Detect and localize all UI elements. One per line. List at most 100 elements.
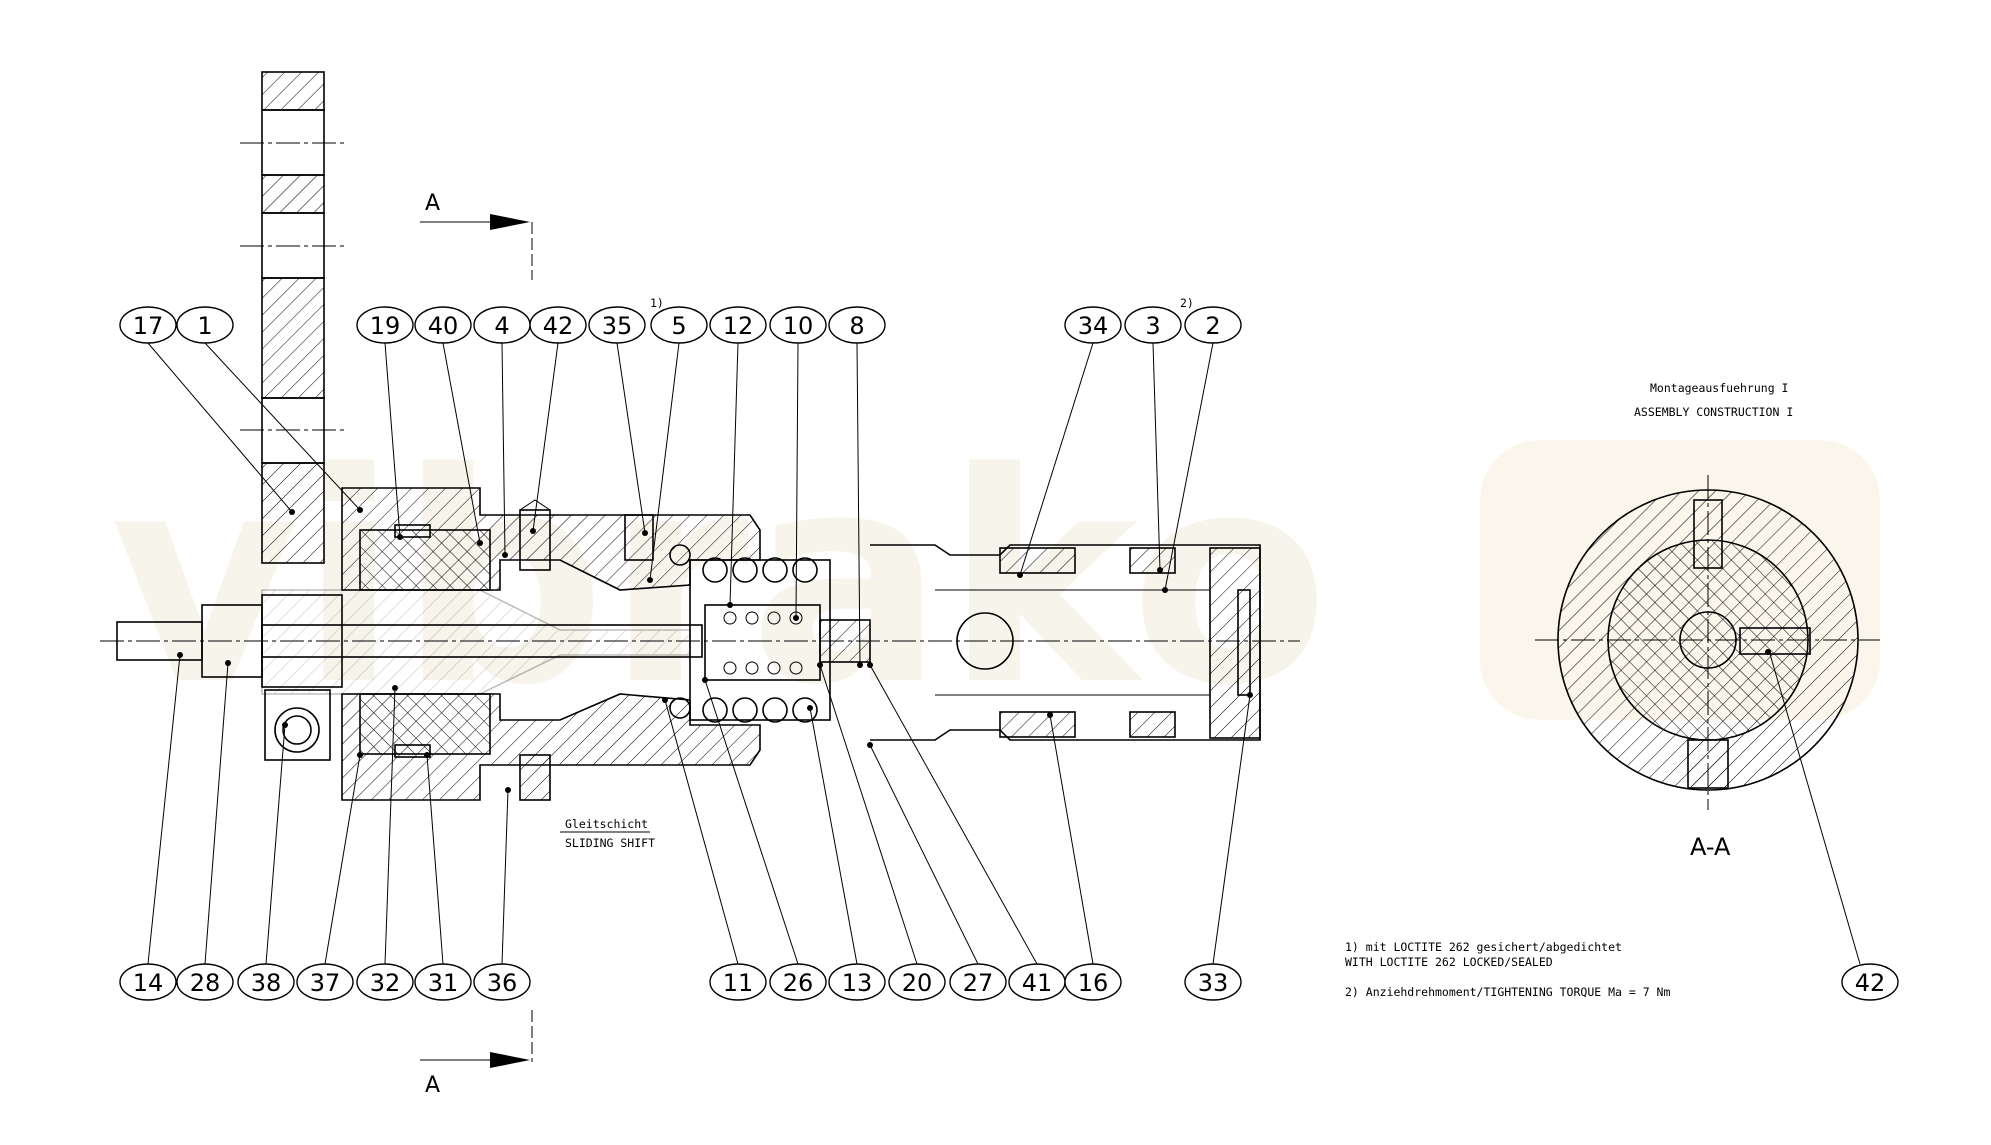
sliding-label-de: Gleitschicht bbox=[565, 817, 648, 831]
leader-bottom-37-3 bbox=[324, 754, 361, 965]
leader-dot-top-40-3 bbox=[477, 540, 483, 546]
balloon-top-8-10 bbox=[828, 306, 886, 344]
leader-bottom-33-14 bbox=[1212, 694, 1251, 965]
balloon-bottom-11-7 bbox=[709, 963, 767, 1001]
leader-top-40-3 bbox=[442, 342, 481, 544]
balloon-label-bottom-27-11: 27 bbox=[963, 969, 994, 997]
pins bbox=[519, 499, 654, 801]
balloon-bottom-37-3 bbox=[296, 963, 354, 1001]
leader-dot-bottom-14-0 bbox=[177, 652, 183, 658]
leader-dot-top-35-6 bbox=[642, 530, 648, 536]
section-letter-bottom: A bbox=[425, 1073, 440, 1098]
spring-chamber bbox=[669, 544, 871, 723]
leader-top-42-5 bbox=[532, 342, 559, 532]
section-view: A-A bbox=[1535, 475, 1880, 861]
leader-dot-top-19-2 bbox=[397, 534, 403, 540]
leader-dot-bottom-26-8 bbox=[702, 677, 708, 683]
balloon-label-top-3-12: 3 bbox=[1145, 312, 1160, 340]
balloon-label-bottom-32-4: 32 bbox=[370, 969, 401, 997]
balloon-bottom-31-5 bbox=[414, 963, 472, 1001]
balloon-label-bottom-36-6: 36 bbox=[487, 969, 518, 997]
balloon-bottom-16-13 bbox=[1064, 963, 1122, 1001]
balloon-label-bottom-31-5: 31 bbox=[428, 969, 459, 997]
balloon-top-19-2 bbox=[356, 306, 414, 344]
leader-dot-bottom-11-7 bbox=[662, 697, 668, 703]
leader-dot-top-4-4 bbox=[502, 552, 508, 558]
balloon-label-bottom-41-12: 41 bbox=[1022, 969, 1053, 997]
leader-dot-top-8-10 bbox=[857, 662, 863, 668]
leader-top-3-12 bbox=[1152, 342, 1161, 571]
leader-top-2-13 bbox=[1164, 342, 1214, 591]
leader-dot-bottom-38-2 bbox=[282, 722, 288, 728]
leader-bottom-13-9 bbox=[809, 707, 858, 965]
leader-dot-bottom-27-11 bbox=[867, 742, 873, 748]
balloon-label-top-19-2: 19 bbox=[370, 312, 401, 340]
balloon-top-35-6 bbox=[588, 306, 646, 344]
balloon-label-top-8-10: 8 bbox=[849, 312, 864, 340]
balloon-top-5-7 bbox=[650, 306, 708, 344]
assembly-title-en: ASSEMBLY CONSTRUCTION I bbox=[1634, 405, 1793, 419]
section-arrow-bottom: A bbox=[420, 1010, 533, 1098]
leader-bottom-14-0 bbox=[147, 654, 181, 965]
balloon-label-bottom-11-7: 11 bbox=[723, 969, 754, 997]
leader-bottom-26-8 bbox=[704, 679, 799, 965]
balloon-label-bottom-33-14: 33 bbox=[1198, 969, 1229, 997]
leader-dot-bottom-33-14 bbox=[1247, 692, 1253, 698]
assembly-title-de: Montageausfuehrung I bbox=[1650, 381, 1788, 395]
balloon-label-top-2-13: 2 bbox=[1205, 312, 1220, 340]
balloon-top-3-12 bbox=[1124, 306, 1182, 344]
balloon-label-bottom-16-13: 16 bbox=[1078, 969, 1109, 997]
leader-top-10-9 bbox=[795, 342, 799, 619]
leader-dot-bottom-36-6 bbox=[505, 787, 511, 793]
balloon-label-top-34-11: 34 bbox=[1078, 312, 1109, 340]
leader-top-5-7 bbox=[649, 342, 680, 581]
balloon-bottom-38-2 bbox=[237, 963, 295, 1001]
balloon-bottom-36-6 bbox=[473, 963, 531, 1001]
note-1-en: WITH LOCTITE 262 LOCKED/SEALED bbox=[1345, 955, 1553, 969]
housing-body bbox=[261, 487, 761, 801]
leader-top-4-4 bbox=[501, 342, 506, 556]
leader-bottom-27-11 bbox=[869, 744, 979, 965]
leader-dot-bottom-37-3 bbox=[357, 752, 363, 758]
leader-dot-bottom-20-10 bbox=[817, 662, 823, 668]
leader-top-35-6 bbox=[616, 342, 646, 534]
balloon-bottom-28-1 bbox=[176, 963, 234, 1001]
leader-dot-top-1-1 bbox=[357, 507, 363, 513]
leader-dot-top-12-8 bbox=[727, 602, 733, 608]
balloon-label-top-12-8: 12 bbox=[723, 312, 754, 340]
balloon-top-17-0 bbox=[119, 306, 177, 344]
leader-dot-top-17-0 bbox=[289, 509, 295, 515]
leader-top-19-2 bbox=[384, 342, 401, 538]
balloon-right: 42 bbox=[1765, 649, 1899, 1001]
balloon-label-bottom-38-2: 38 bbox=[251, 969, 282, 997]
leader-dot-bottom-16-13 bbox=[1047, 712, 1053, 718]
balloon-label-top-35-6: 35 bbox=[602, 312, 633, 340]
balloon-bottom-14-0 bbox=[119, 963, 177, 1001]
leader-bottom-36-6 bbox=[501, 789, 509, 965]
balloon-top-40-3 bbox=[414, 306, 472, 344]
balloon-label-top-10-9: 10 bbox=[783, 312, 814, 340]
leader-bottom-41-12 bbox=[869, 664, 1038, 965]
balloon-top-1-1 bbox=[176, 306, 234, 344]
balloon-label-top-5-7: 5 bbox=[671, 312, 686, 340]
balloon-label-bottom-20-10: 20 bbox=[902, 969, 933, 997]
leader-dot-top-5-7 bbox=[647, 577, 653, 583]
leader-dot-top-2-13 bbox=[1162, 587, 1168, 593]
balloon-label-bottom-37-3: 37 bbox=[310, 969, 341, 997]
balloon-bottom-20-10 bbox=[888, 963, 946, 1001]
superscript-2: 2) bbox=[1180, 296, 1194, 310]
balloon-top-2-13 bbox=[1184, 306, 1242, 344]
balloon-top-42-5 bbox=[529, 306, 587, 344]
leader-dot-top-34-11 bbox=[1017, 572, 1023, 578]
leader-bottom-32-4 bbox=[384, 687, 396, 965]
balloon-top-34-11 bbox=[1064, 306, 1122, 344]
leader-top-8-10 bbox=[856, 342, 861, 666]
sliding-label-en: SLIDING SHIFT bbox=[565, 836, 655, 850]
balloon-label-top-1-1: 1 bbox=[197, 312, 212, 340]
balloon-right-label: 42 bbox=[1855, 969, 1886, 997]
lever-plate bbox=[240, 71, 345, 564]
leader-top-17-0 bbox=[147, 342, 293, 513]
balloon-bottom-26-8 bbox=[769, 963, 827, 1001]
balloon-label-top-42-5: 42 bbox=[543, 312, 574, 340]
